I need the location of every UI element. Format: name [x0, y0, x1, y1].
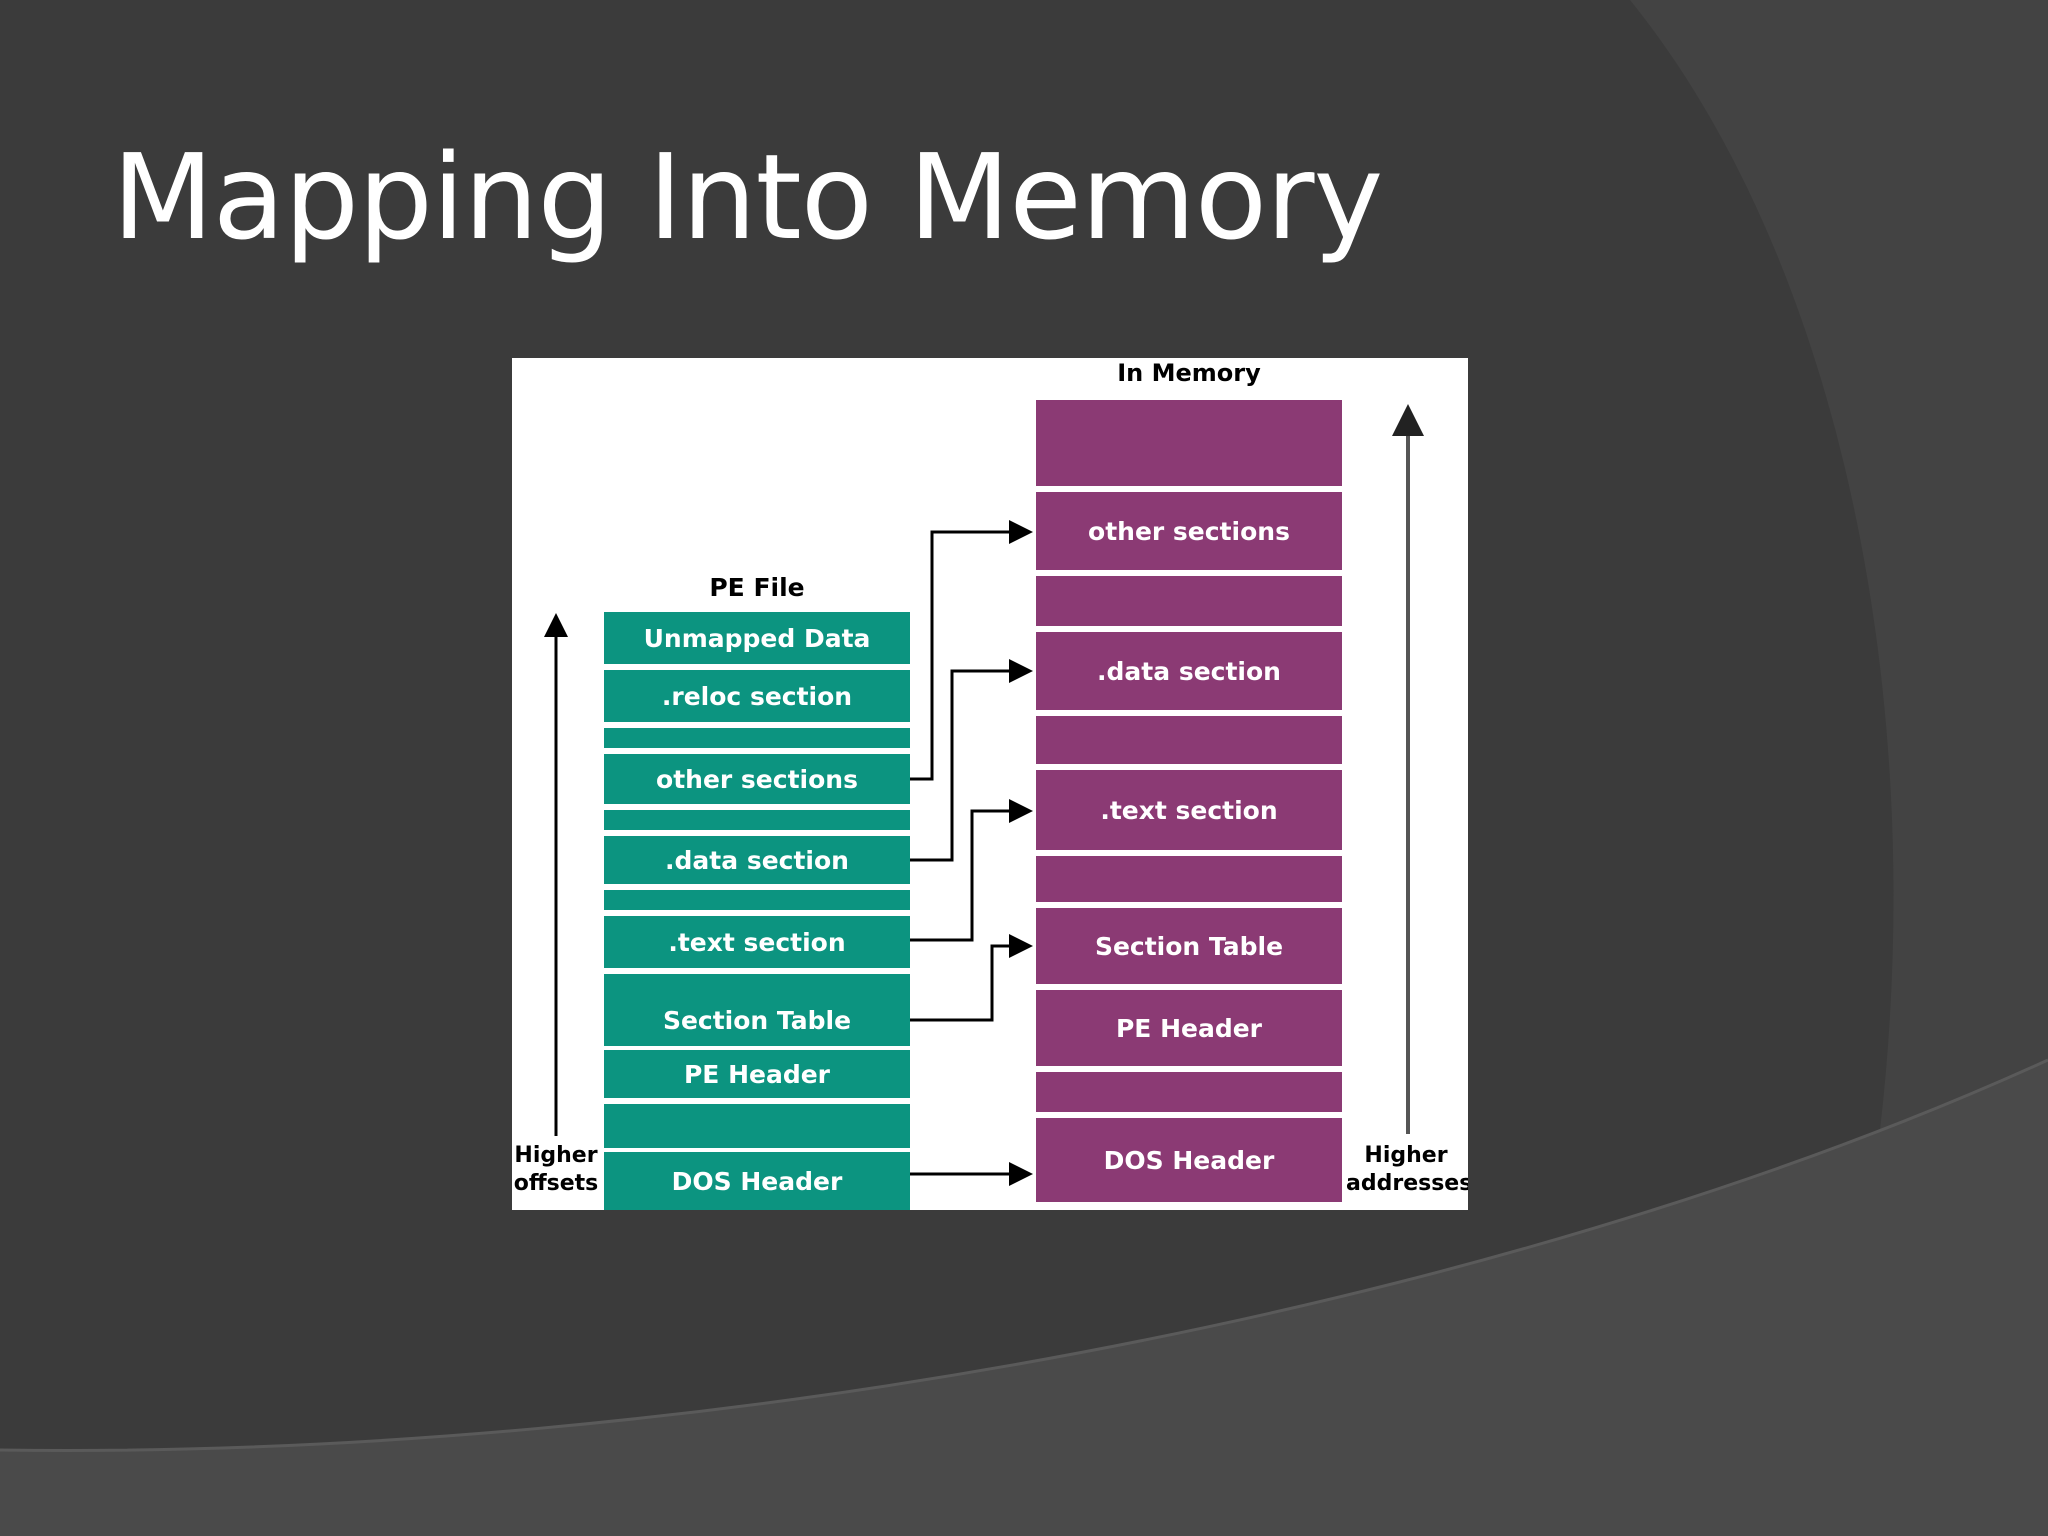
pe-other-sections: other sections	[604, 754, 910, 804]
mem-dos-header: DOS Header	[1036, 1118, 1342, 1202]
mem-other-sections: other sections	[1036, 492, 1342, 570]
pe-text-section: .text section	[604, 916, 910, 968]
pe-unmapped-data: Unmapped Data	[604, 612, 910, 664]
memory-column-title: In Memory	[1117, 359, 1261, 387]
arrow-text-section	[910, 799, 1033, 942]
slide-title: Mapping Into Memory	[112, 128, 1383, 266]
pe-padding-block	[604, 890, 910, 910]
pe-padding-block	[604, 810, 910, 830]
higher-offsets-label: Higher offsets	[513, 1143, 599, 1196]
mem-padding-block	[1036, 1072, 1342, 1112]
pe-padding-block	[604, 1104, 910, 1148]
mem-data-section: .data section	[1036, 632, 1342, 710]
pe-dos-header: DOS Header	[604, 1152, 910, 1210]
mem-text-section: .text section	[1036, 770, 1342, 850]
pe-header: PE Header	[604, 1050, 910, 1098]
arrow-data-section	[910, 659, 1033, 862]
pe-section-table: Section Table	[604, 994, 910, 1046]
mem-padding-block	[1036, 400, 1342, 486]
pe-padding-block	[604, 974, 910, 994]
higher-addresses-label: Higher addresses	[1346, 1143, 1468, 1196]
pe-mapping-diagram: In Memory PE File Unmapped Data .reloc s…	[512, 358, 1468, 1210]
arrow-section-table	[910, 934, 1033, 1022]
pe-reloc-section: .reloc section	[604, 670, 910, 722]
pe-padding-block	[604, 728, 910, 748]
mem-section-table: Section Table	[1036, 908, 1342, 984]
mem-pe-header: PE Header	[1036, 990, 1342, 1066]
mem-padding-block	[1036, 856, 1342, 902]
pe-data-section: .data section	[604, 836, 910, 884]
mem-padding-block	[1036, 576, 1342, 626]
mem-padding-block	[1036, 716, 1342, 764]
mapping-connectors	[544, 404, 1424, 1186]
pe-file-column-title: PE File	[709, 573, 805, 602]
arrow-other-sections	[910, 520, 1033, 781]
